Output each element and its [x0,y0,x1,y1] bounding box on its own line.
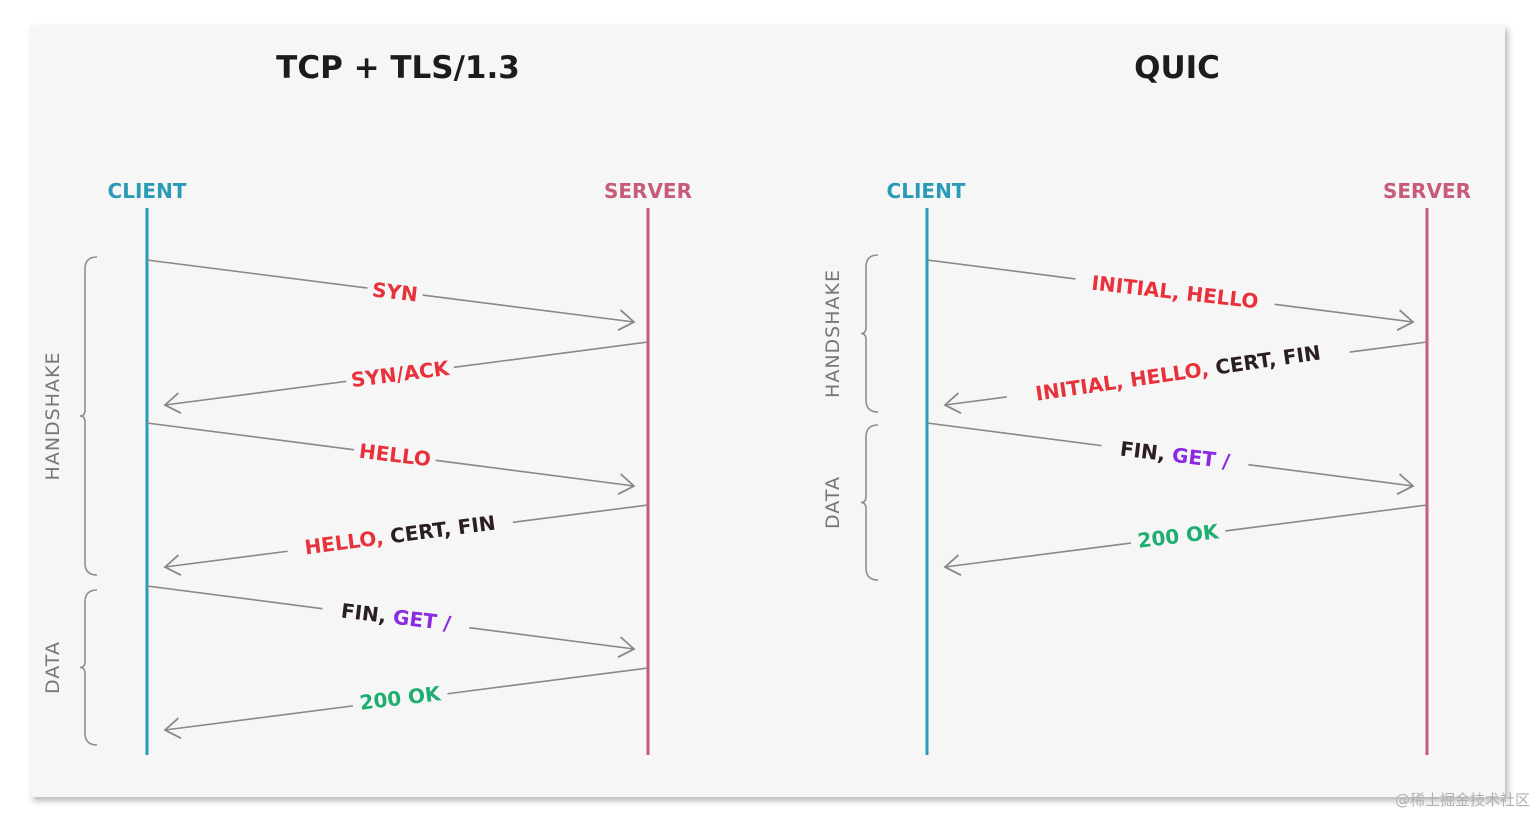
client-label: CLIENT [108,179,187,203]
message-label: SYN [371,277,419,306]
message-label-part: HELLO [358,439,433,471]
phase-brace [79,589,98,746]
client-label: CLIENT [887,179,966,203]
message-label-part: GET / [392,605,453,636]
message-label-part: CERT, FIN [1214,340,1322,379]
message-label: 200 OK [358,681,443,715]
message-label-part: INITIAL, HELLO, [1034,356,1217,406]
panel-quic: QUIC CLIENT SERVER HANDSHAKE DATA INITIAL, HE… [822,50,1471,755]
message-arrow: FIN, GET / [926,422,1415,495]
diagram-card [30,25,1505,797]
message-label: 200 OK [1136,519,1221,553]
arrowhead [943,554,962,576]
message-line [512,504,649,524]
arrowhead [163,392,182,414]
server-label: SERVER [604,179,692,203]
arrowhead [617,473,636,495]
message-line [435,459,635,487]
message-label-part: HELLO, [303,524,392,559]
arrowhead [163,717,182,739]
message-line [944,542,1132,568]
message-label-part: 200 OK [358,681,443,715]
phase-brace [860,254,879,413]
message-line [146,422,355,451]
phase-label: DATA [822,476,844,529]
message-label: HELLO [358,439,433,471]
message-line [453,341,649,369]
message-line [146,585,323,610]
message-label: HELLO, CERT, FIN [303,511,497,560]
phase-label: DATA [42,641,64,694]
message-line [469,626,635,650]
phase-brace [860,424,879,581]
message-line [164,550,288,568]
message-line [926,259,1076,280]
message-label-part: INITIAL, HELLO [1090,271,1259,314]
message-label: INITIAL, HELLO, CERT, FIN [1034,340,1322,405]
arrowhead [617,309,636,332]
message-line [1248,463,1414,487]
message-label: SYN/ACK [350,356,452,392]
message-label: INITIAL, HELLO [1090,271,1259,314]
phase-label: HANDSHAKE [42,352,64,481]
message-line [926,422,1102,447]
watermark: @稀土掘金技术社区 [1394,791,1530,809]
panel-title: TCP + TLS/1.3 [276,50,520,86]
message-arrow: SYN [146,259,636,332]
message-label-part: SYN/ACK [350,356,452,392]
message-line [1225,504,1428,532]
message-arrow: INITIAL, HELLO, CERT, FIN [943,340,1428,414]
message-label-part: CERT, FIN [389,511,497,549]
message-line [164,380,347,406]
panel-title: QUIC [1134,50,1220,86]
message-line [447,667,649,695]
message-label-part: 200 OK [1136,519,1221,553]
phase-label: HANDSHAKE [822,269,844,398]
message-arrow: HELLO [146,422,636,495]
message-label-part: GET / [1171,443,1232,474]
message-line [146,259,368,289]
message-label-part: FIN, [1119,437,1174,467]
message-arrow: INITIAL, HELLO [926,259,1415,332]
message-line [1349,341,1428,353]
message-line [164,705,354,731]
server-label: SERVER [1383,179,1471,203]
message-arrow: 200 OK [943,504,1428,576]
message-line [422,294,635,323]
message-line [944,396,1007,406]
arrowhead [1396,309,1415,332]
message-label-part: FIN, [340,599,395,629]
message-arrow: SYN/ACK [163,341,649,414]
message-label: FIN, GET / [1119,437,1232,474]
message-label: FIN, GET / [340,599,453,636]
message-label-part: SYN [371,277,419,306]
arrowhead [1396,473,1415,495]
arrowhead [943,392,962,414]
arrowhead [163,554,182,576]
message-arrow: FIN, GET / [146,585,636,658]
message-arrow: HELLO, CERT, FIN [163,504,649,576]
phase-brace [79,256,98,576]
message-line [1274,303,1414,323]
message-arrow: 200 OK [163,667,649,739]
arrowhead [617,636,636,658]
